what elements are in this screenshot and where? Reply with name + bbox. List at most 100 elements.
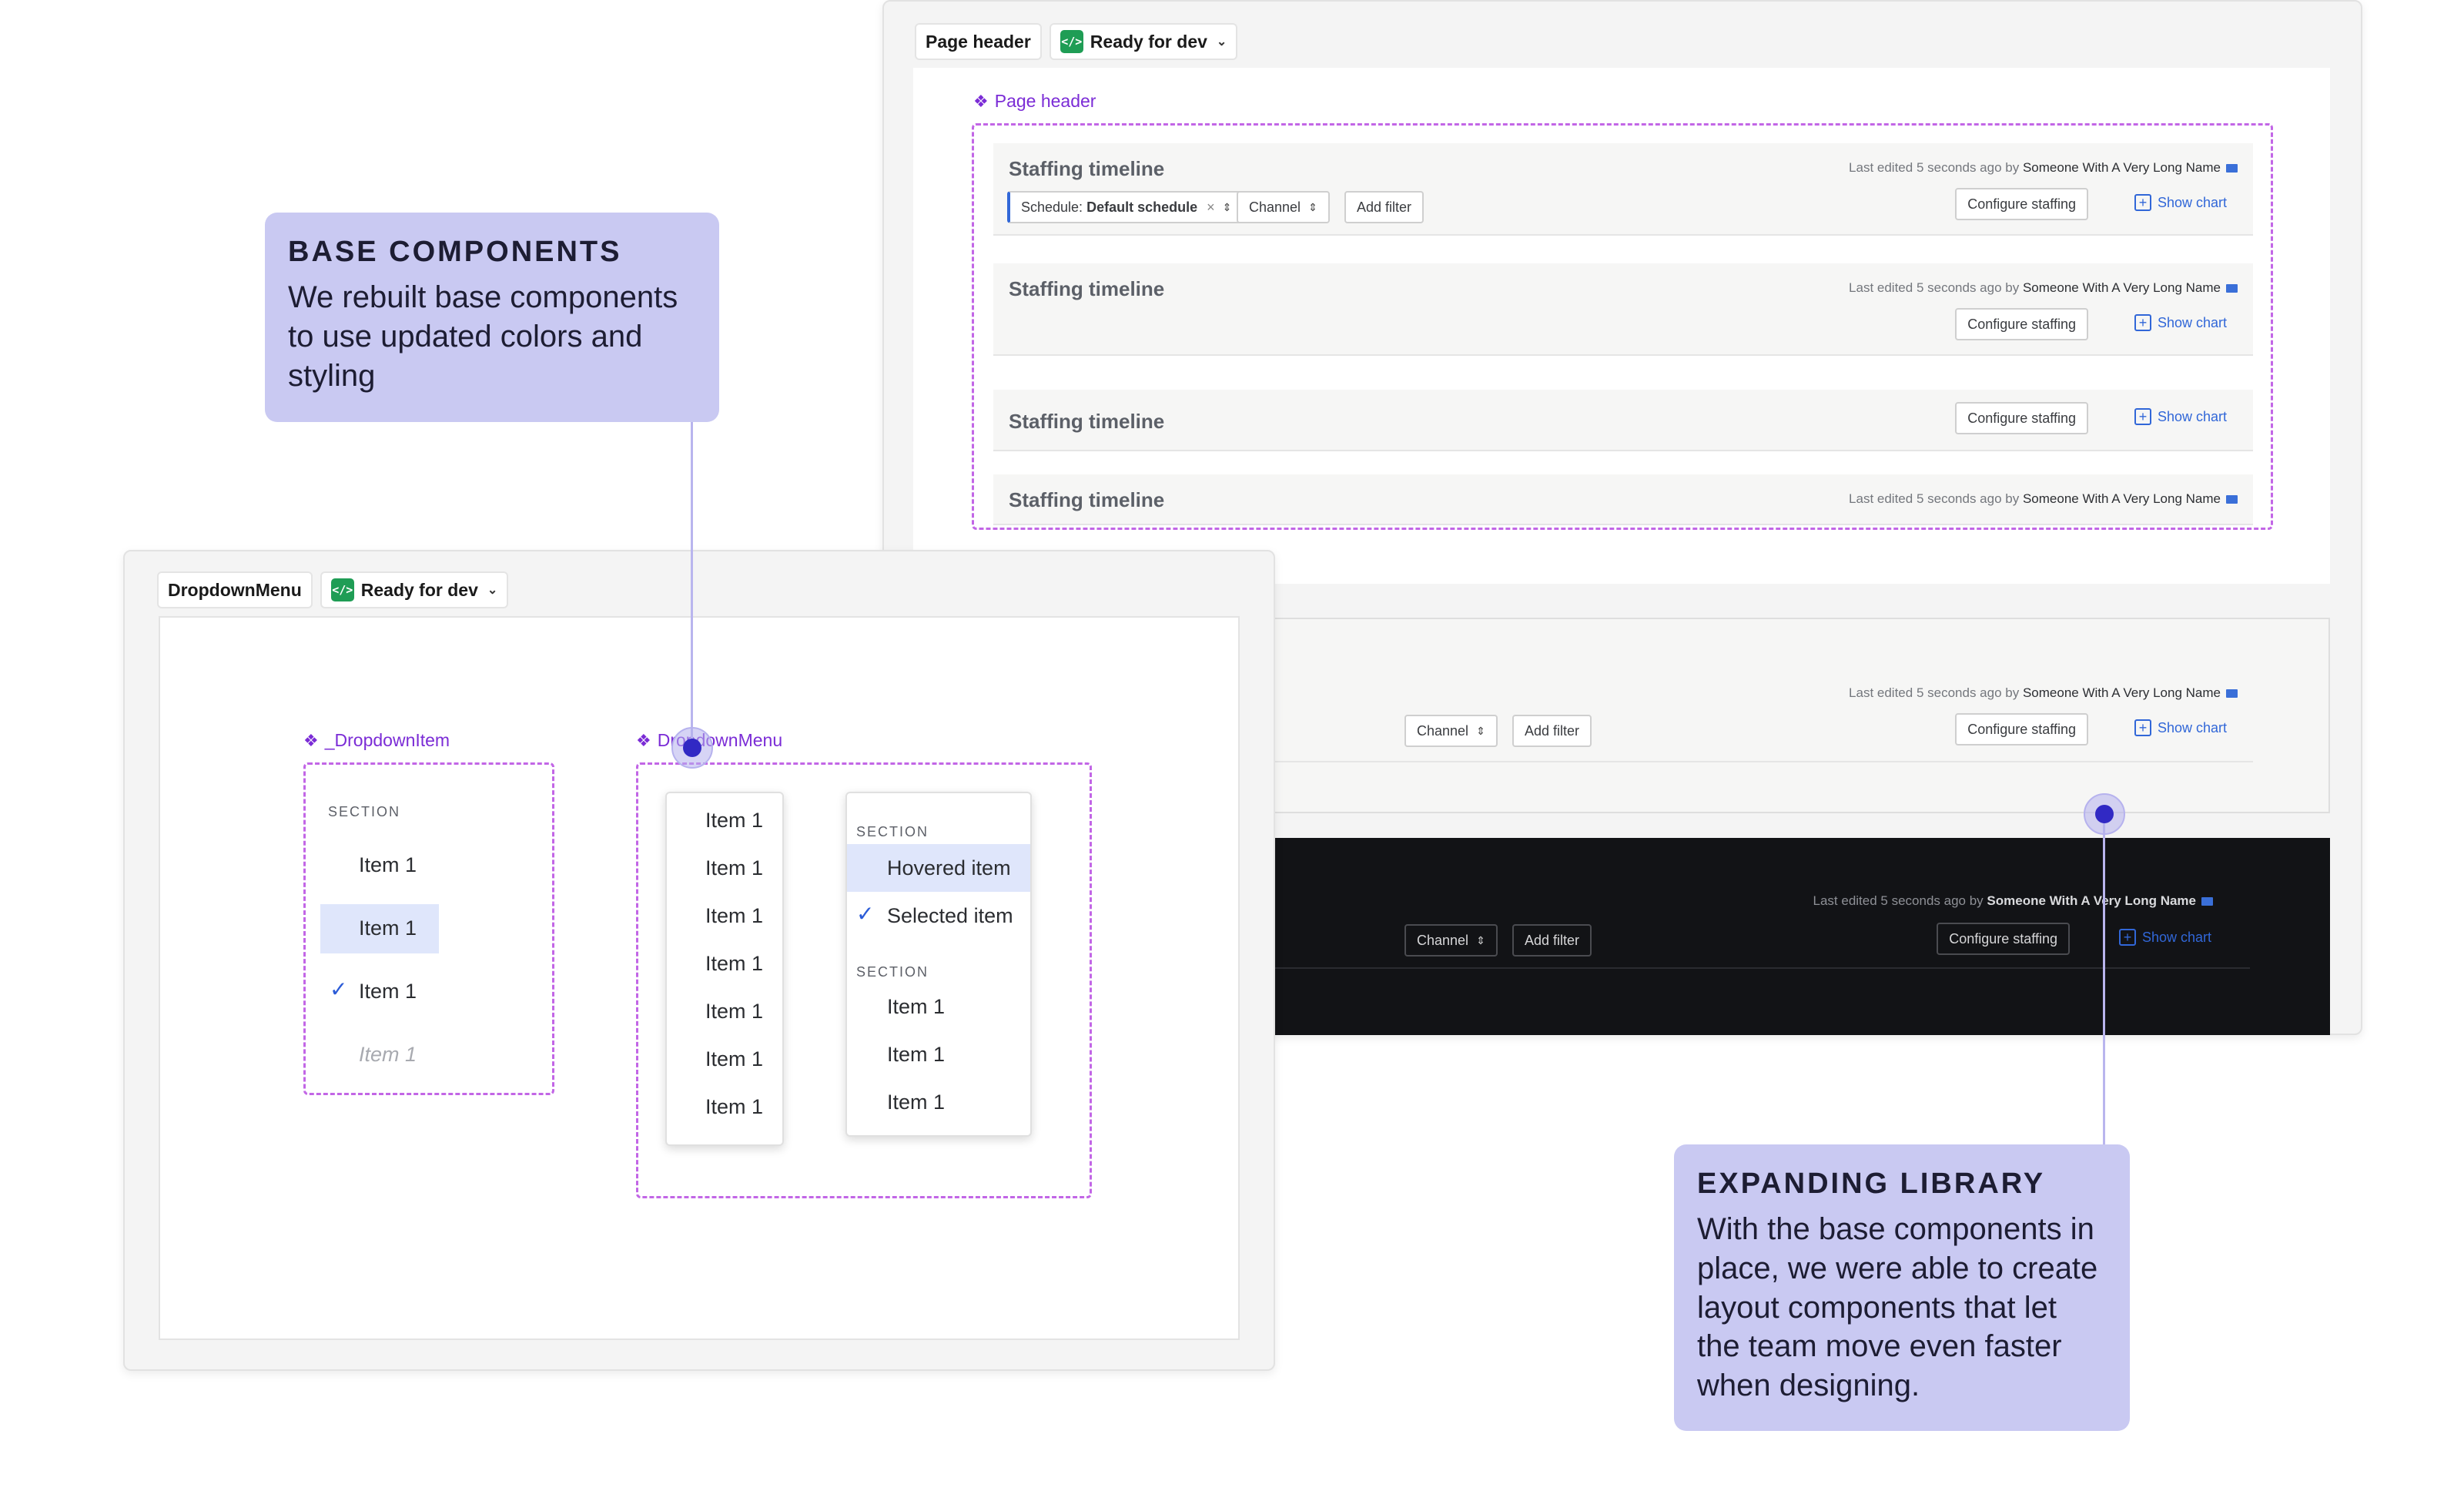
page-header-row: Staffing timeline Last edited 5 seconds …: [993, 474, 2253, 525]
configure-staffing-button[interactable]: Configure staffing: [1955, 308, 2088, 340]
connector-dot: [671, 727, 713, 769]
divider: [913, 967, 2250, 969]
check-icon: ✓: [330, 977, 348, 1001]
plus-square-icon: +: [2134, 314, 2151, 331]
frame-name-tab[interactable]: DropdownMenu: [157, 571, 313, 608]
dropdown-item-default[interactable]: Item 1: [359, 853, 417, 876]
callout-heading: EXPANDING LIBRARY: [1697, 1168, 2046, 1200]
base-components-callout: BASE COMPONENTS We rebuilt base componen…: [265, 213, 719, 422]
frame-name: DropdownMenu: [168, 579, 302, 600]
configure-staffing-button[interactable]: Configure staffing: [1955, 188, 2088, 220]
dropdown-menu-sectioned: SECTION Hovered item ✓ Selected item SEC…: [845, 792, 1032, 1137]
section-label: SECTION: [856, 824, 929, 839]
component-diamond-icon: ❖: [973, 91, 989, 111]
dropdown-frame: DropdownMenu </> Ready for dev ⌄ ❖ _Drop…: [123, 550, 1275, 1371]
updown-icon: ⇕: [1222, 200, 1232, 213]
menu-item[interactable]: Item 1: [705, 1000, 764, 1023]
show-chart-link[interactable]: +Show chart: [2134, 408, 2227, 425]
mail-icon: [2201, 897, 2213, 906]
mail-icon: [2226, 689, 2238, 699]
plus-square-icon: +: [2134, 408, 2151, 425]
code-icon: </>: [1060, 30, 1083, 53]
schedule-select[interactable]: Schedule: Default schedule × ⇕: [1007, 191, 1244, 223]
page-header-row: Staffing timeline Configure staffing +Sh…: [993, 390, 2253, 451]
menu-item[interactable]: Item 1: [705, 809, 764, 832]
add-filter-button[interactable]: Add filter: [1512, 715, 1592, 747]
updown-icon: ⇕: [1308, 200, 1317, 213]
clear-icon[interactable]: ×: [1207, 199, 1215, 215]
chevron-down-icon: ⌄: [1216, 35, 1227, 49]
connector-line: [691, 420, 693, 746]
channel-select[interactable]: Channel⇕: [1237, 191, 1330, 223]
menu-item[interactable]: Item 1: [887, 1043, 946, 1066]
updown-icon: ⇕: [1476, 933, 1485, 947]
configure-staffing-button[interactable]: Configure staffing: [1955, 402, 2088, 434]
plus-square-icon: +: [2134, 719, 2151, 736]
updown-icon: ⇕: [1476, 724, 1485, 737]
dropdown-item-selected[interactable]: Item 1: [359, 980, 417, 1003]
dropdown-menu-simple: Item 1 Item 1 Item 1 Item 1 Item 1 Item …: [665, 792, 784, 1146]
last-edited: Last edited 5 seconds ago by Someone Wit…: [1849, 160, 2238, 176]
component-diamond-icon: ❖: [303, 730, 319, 750]
menu-item[interactable]: Item 1: [705, 1047, 764, 1071]
hover-highlight: [847, 844, 1030, 892]
status-dropdown[interactable]: </> Ready for dev ⌄: [320, 571, 509, 608]
component-label-text: Page header: [994, 91, 1096, 111]
component-label: ❖ Page header: [973, 91, 1096, 112]
configure-staffing-button[interactable]: Configure staffing: [1955, 713, 2088, 746]
frame-name: Page header: [926, 31, 1031, 52]
dropdown-item-outline: [303, 762, 554, 1095]
menu-item-selected[interactable]: Selected item: [887, 904, 1013, 927]
add-filter-button[interactable]: Add filter: [1344, 191, 1424, 223]
callout-body: We rebuilt base components to use update…: [288, 280, 678, 393]
menu-item[interactable]: Item 1: [705, 952, 764, 975]
last-edited: Last edited 5 seconds ago by Someone Wit…: [1849, 280, 2238, 296]
status-label: Ready for dev: [360, 579, 478, 600]
page-header-row: Staffing timeline Last edited 5 seconds …: [993, 263, 2253, 356]
row-title: Staffing timeline: [1009, 157, 1165, 180]
last-edited: Last edited 5 seconds ago by Someone Wit…: [1849, 491, 2238, 507]
page-header-row: Staffing timeline Last edited 5 seconds …: [993, 143, 2253, 236]
show-chart-link[interactable]: +Show chart: [2118, 929, 2211, 946]
row-title: Staffing timeline: [1009, 488, 1165, 511]
mail-icon: [2226, 495, 2238, 504]
dropdown-item-hovered[interactable]: Item 1: [359, 916, 417, 940]
configure-staffing-button[interactable]: Configure staffing: [1937, 923, 2070, 955]
channel-select[interactable]: Channel⇕: [1404, 924, 1498, 957]
menu-item-hovered[interactable]: Hovered item: [887, 856, 1011, 880]
plus-square-icon: +: [2134, 194, 2151, 211]
check-icon: ✓: [856, 902, 875, 926]
callout-body: With the base components in place, we we…: [1697, 1212, 2098, 1403]
menu-item[interactable]: Item 1: [887, 995, 946, 1018]
callout-heading: BASE COMPONENTS: [288, 236, 622, 268]
page-header-outline: [972, 123, 2273, 530]
expanding-library-callout: EXPANDING LIBRARY With the base componen…: [1674, 1144, 2130, 1431]
menu-item[interactable]: Item 1: [705, 1095, 764, 1118]
channel-select[interactable]: Channel⇕: [1404, 715, 1498, 747]
code-icon: </>: [330, 578, 354, 601]
row-title: Staffing timeline: [1009, 410, 1165, 433]
section-label: SECTION: [328, 804, 401, 819]
show-chart-link[interactable]: +Show chart: [2134, 314, 2227, 331]
connector-dot: [2084, 793, 2125, 835]
show-chart-link[interactable]: +Show chart: [2134, 194, 2227, 211]
add-filter-button[interactable]: Add filter: [1512, 924, 1592, 957]
mail-icon: [2226, 164, 2238, 173]
connector-line: [2103, 812, 2105, 1151]
mail-icon: [2226, 284, 2238, 293]
last-edited: Last edited 5 seconds ago by Someone Wit…: [1813, 893, 2213, 909]
plus-square-icon: +: [2118, 929, 2136, 946]
component-diamond-icon: ❖: [636, 730, 651, 750]
component-label: ❖ _DropdownItem: [303, 730, 450, 750]
status-dropdown[interactable]: </> Ready for dev ⌄: [1049, 23, 1238, 60]
frame-name-tab[interactable]: Page header: [915, 23, 1042, 60]
chevron-down-icon: ⌄: [487, 584, 498, 597]
dropdown-item-disabled: Item 1: [359, 1043, 417, 1066]
hover-highlight: [320, 904, 439, 953]
dropdown-menu-outline: [636, 762, 1092, 1198]
show-chart-link[interactable]: +Show chart: [2134, 719, 2227, 736]
menu-item[interactable]: Item 1: [705, 856, 764, 880]
menu-item[interactable]: Item 1: [705, 904, 764, 927]
menu-item[interactable]: Item 1: [887, 1091, 946, 1114]
row-title: Staffing timeline: [1009, 277, 1165, 300]
